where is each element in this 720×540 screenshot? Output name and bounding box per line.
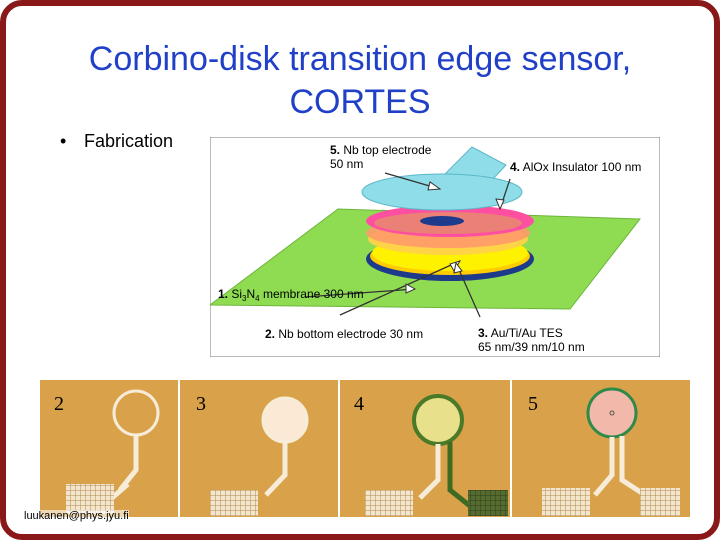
micrograph-panel-3: 3 — [180, 380, 338, 517]
step-label-5: 5 — [528, 393, 538, 415]
title-line-1: Corbino-disk transition edge sensor, — [88, 40, 632, 78]
label-insulator: 4. AlOx Insulator 100 nm — [510, 160, 641, 174]
micrograph-panel-2: 2 — [40, 380, 178, 517]
bullet-dot: • — [60, 131, 67, 151]
label-membrane: 1. Si3N4 membrane 300 nm — [218, 287, 364, 303]
step-label-4: 4 — [354, 393, 364, 415]
top-electrode-layer — [361, 173, 523, 211]
micrograph-svg: 2 3 4 5 — [40, 380, 690, 517]
label-top-electrode: 5. Nb top electrode — [330, 143, 432, 157]
micrograph-panel-5: 5 — [512, 380, 690, 517]
label-tes-thickness: 65 nm/39 nm/10 nm — [478, 340, 585, 354]
step-label-3: 3 — [196, 393, 206, 415]
micrograph-strip: 2 3 4 5 — [40, 380, 690, 517]
layer-diagram-svg: 5. Nb top electrode 50 nm 4. AlOx Insula… — [208, 136, 661, 358]
label-top-electrode-thickness: 50 nm — [330, 157, 363, 171]
footer-email: luukanen@phys.jyu.fi — [24, 510, 129, 522]
label-tes: 3. Au/Ti/Au TES — [478, 326, 563, 340]
step-label-2: 2 — [54, 393, 64, 415]
bullet-item: • Fabrication — [60, 131, 173, 152]
label-bottom-electrode: 2. Nb bottom electrode 30 nm — [265, 327, 423, 341]
slide-title: Corbino-disk transition edge sensor, COR… — [40, 38, 680, 124]
bullet-text: Fabrication — [84, 131, 174, 151]
layer-diagram: 5. Nb top electrode 50 nm 4. AlOx Insula… — [208, 136, 661, 358]
micrograph-panel-4: 4 — [340, 380, 510, 517]
title-line-2: CORTES — [289, 83, 431, 121]
